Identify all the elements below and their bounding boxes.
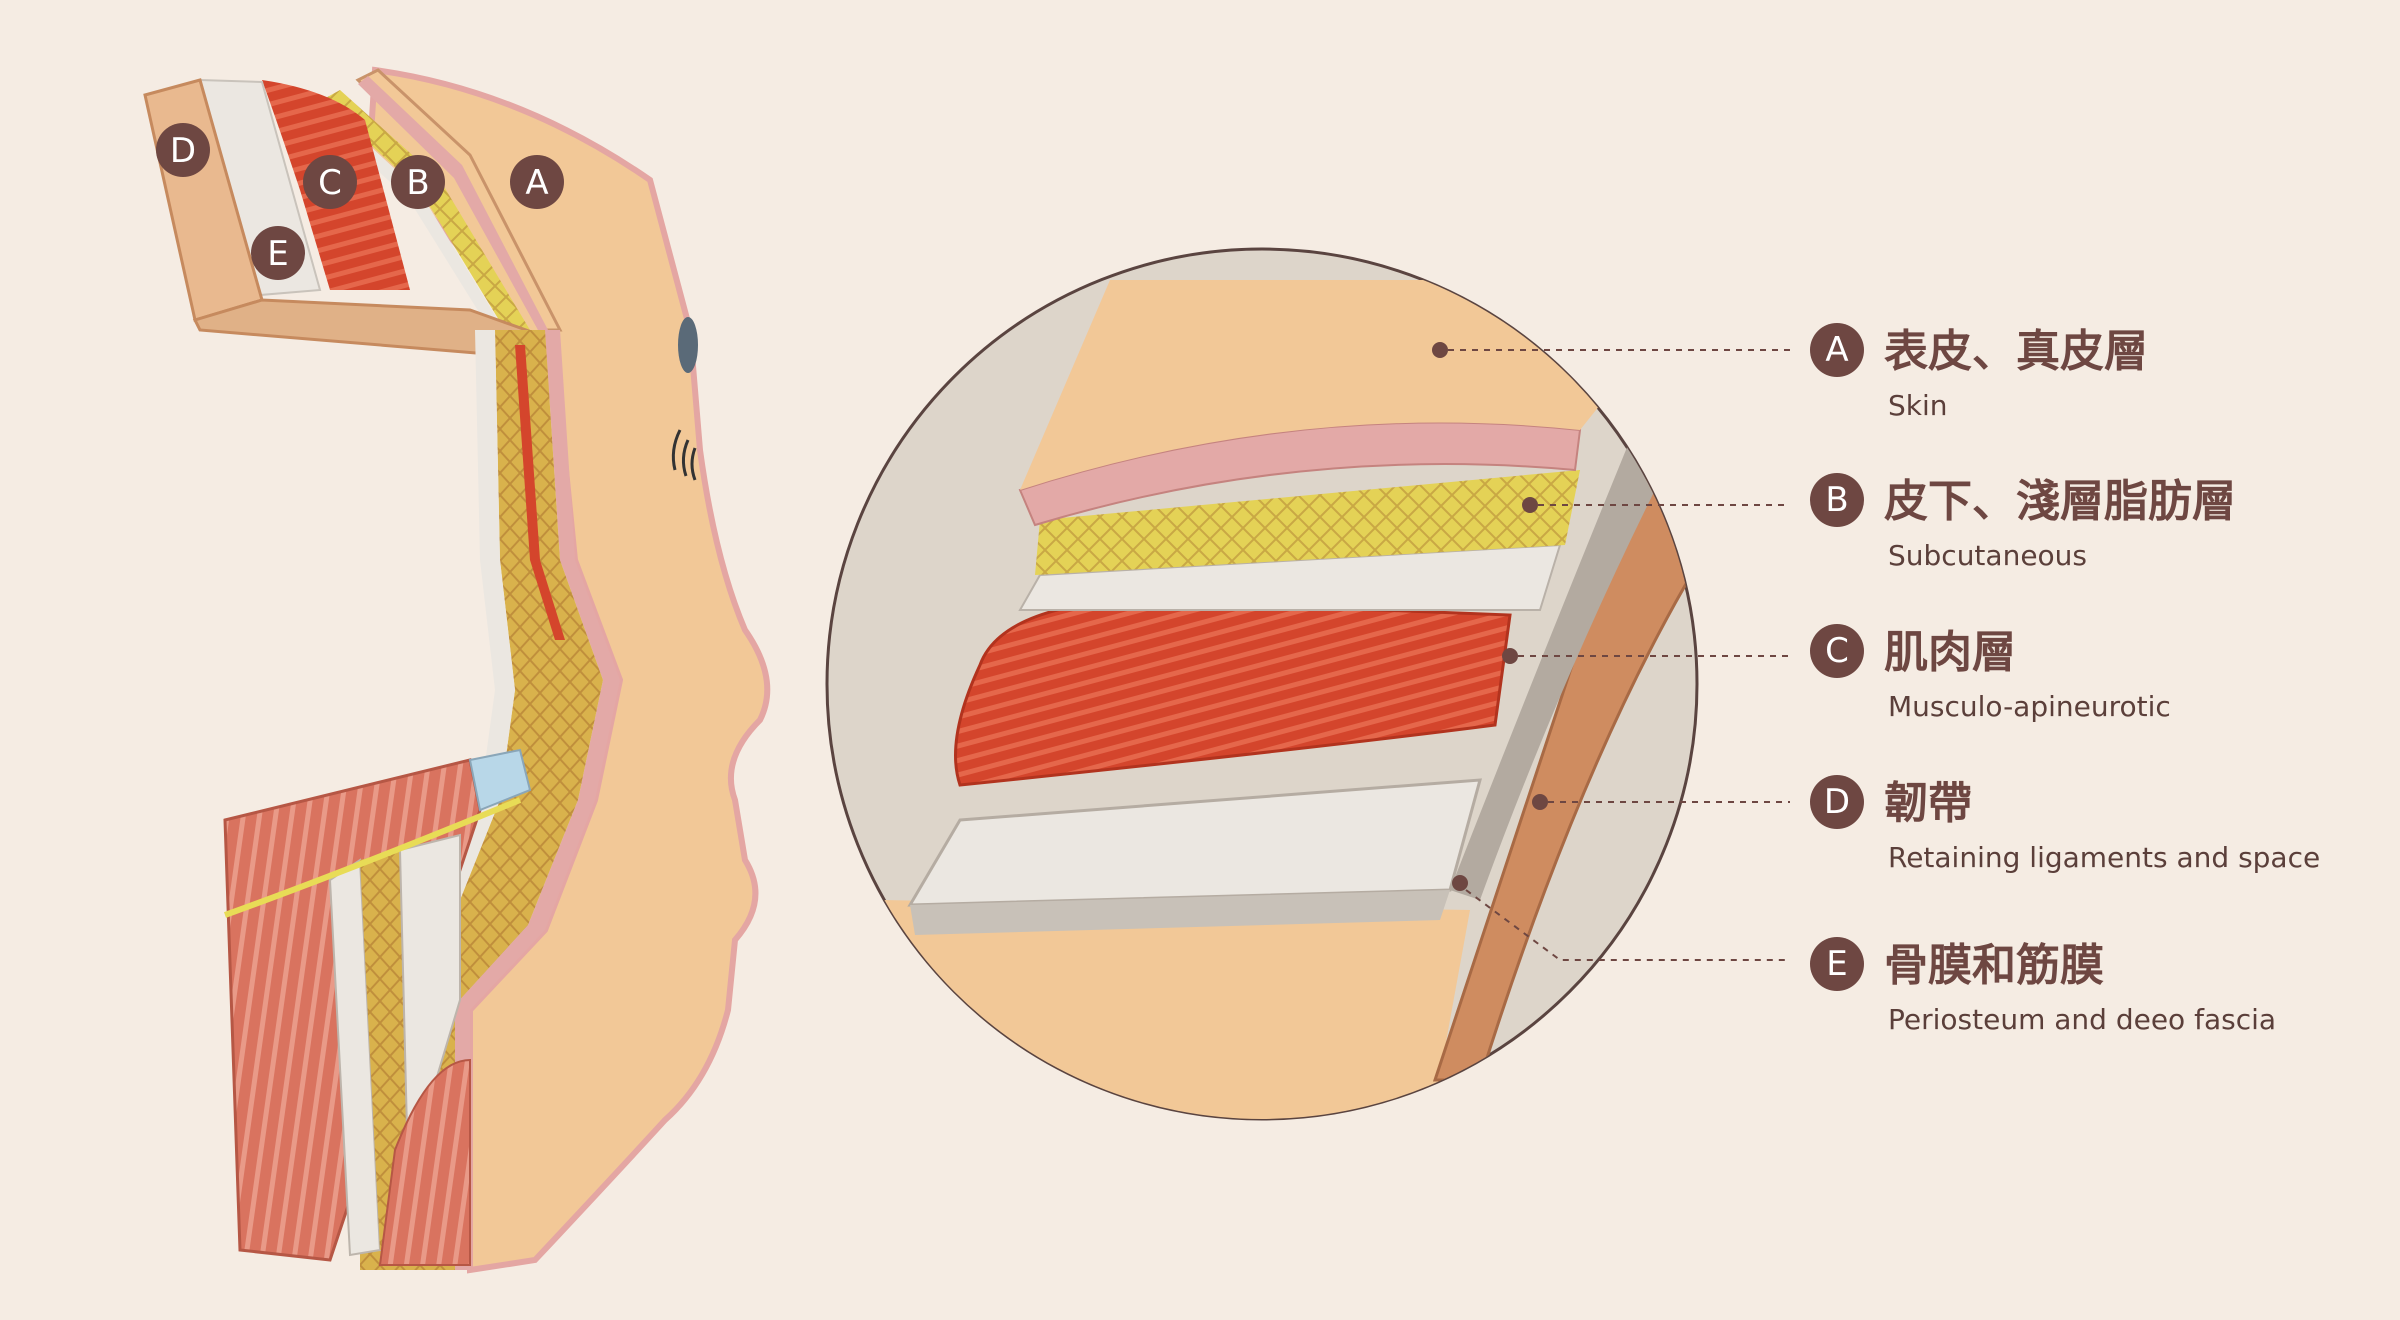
cheek-muscle-strip	[515, 345, 565, 640]
forehead-membrane	[308, 100, 504, 330]
svg-text:E: E	[267, 234, 288, 274]
facial-nerve	[223, 797, 522, 918]
figure-label-b: B	[391, 155, 445, 209]
jaw-top-tube	[468, 748, 532, 812]
marker-dot-c	[1502, 648, 1518, 664]
figure-label-c: C	[303, 155, 357, 209]
legend-badge-e: E	[1810, 937, 1864, 991]
zoom-fat	[1035, 470, 1580, 575]
jaw-muscle-small	[378, 1058, 471, 1266]
svg-text:C: C	[318, 163, 342, 203]
magnified-cross-section	[825, 247, 1790, 1121]
legend-item-d: D 韌帶 Retaining ligaments and space	[1810, 763, 2370, 874]
legend-badge-d: D	[1810, 775, 1864, 829]
eye-lid	[678, 317, 698, 373]
legend-item-c: C 肌肉層 Musculo-apineurotic	[1810, 612, 2370, 723]
legend-title-en-d: Retaining ligaments and space	[1888, 841, 2321, 874]
legend-badge-a: A	[1810, 323, 1864, 377]
face-cross-section	[143, 66, 771, 1274]
svg-text:B: B	[406, 163, 429, 203]
forehead-dermis	[358, 76, 548, 330]
legend-title-en-e: Periosteum and deeo fascia	[1888, 1003, 2277, 1036]
svg-text:D: D	[170, 131, 196, 171]
face-skin	[366, 66, 771, 1274]
legend-badge-b: B	[1810, 473, 1864, 527]
leader-line-e	[1465, 889, 1790, 961]
svg-text:A: A	[525, 163, 548, 203]
figure-label-d: D	[156, 123, 210, 177]
forehead-fat	[322, 90, 530, 330]
legend-badge-c: C	[1810, 624, 1864, 678]
marker-dot-e	[1452, 875, 1468, 891]
legend-title-zh-a: 表皮、真皮層	[1884, 326, 2148, 377]
zoom-ligament-shadow	[910, 890, 1450, 935]
zoom-ligament-band	[1450, 440, 1660, 900]
zoom-muscle	[954, 598, 1512, 787]
legend-title-zh-b: 皮下、淺層脂肪層	[1884, 476, 2236, 527]
legend-item-b: B 皮下、淺層脂肪層 Subcutaneous	[1810, 461, 2370, 572]
marker-dot-d	[1532, 794, 1548, 810]
legend-item-a: A 表皮、真皮層 Skin	[1810, 311, 2370, 422]
legend-title-en-c: Musculo-apineurotic	[1888, 690, 2171, 723]
legend-title-zh-c: 肌肉層	[1884, 627, 2016, 678]
cheek-dermis-strip	[455, 330, 620, 1270]
figure-label-e: E	[251, 226, 305, 280]
marker-dot-b	[1522, 497, 1538, 513]
legend-title-en-b: Subcutaneous	[1888, 539, 2088, 572]
legend-title-zh-d: 韌帶	[1884, 778, 1972, 829]
legend-title-zh-e: 骨膜和筋膜	[1884, 940, 2104, 991]
marker-dot-a	[1432, 342, 1448, 358]
figure-label-a: A	[510, 155, 564, 209]
legend-title-en-a: Skin	[1888, 389, 1948, 422]
eyelash	[671, 429, 697, 481]
zoom-deep-skin	[880, 900, 1470, 1119]
legend-item-e: E 骨膜和筋膜 Periosteum and deeo fascia	[1810, 925, 2370, 1036]
